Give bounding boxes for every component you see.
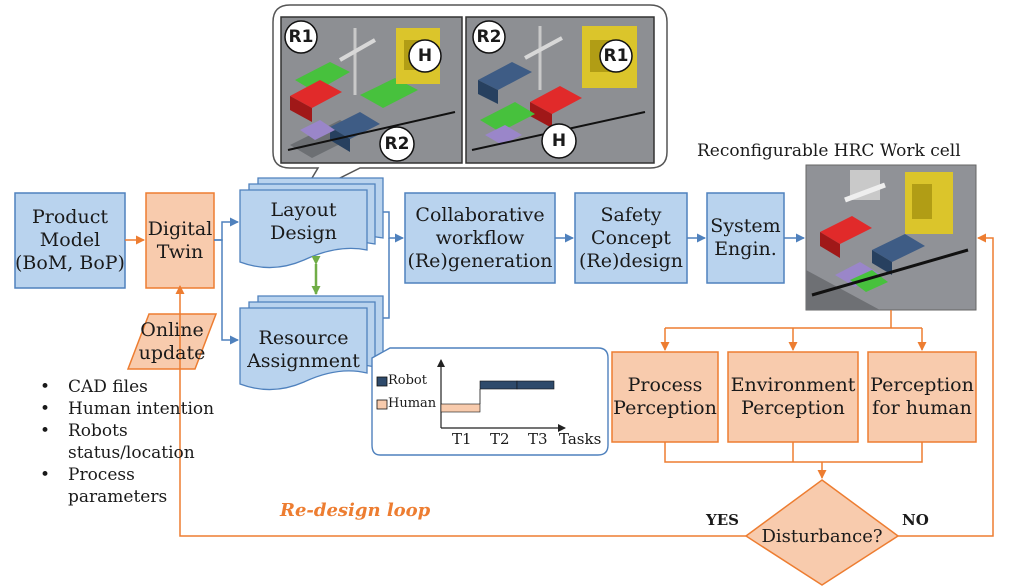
badge-left-r2: R2	[384, 133, 410, 154]
layout-scene-left	[280, 16, 463, 164]
resource-assignment-stack	[239, 295, 384, 391]
perception-human-label: Perception for human	[870, 374, 974, 419]
online-update-label: Online update	[138, 318, 206, 364]
disturbance-label: Disturbance?	[761, 525, 883, 547]
gantt-axis-label: Tasks	[559, 430, 602, 448]
decision-yes-label: YES	[706, 511, 739, 529]
badge-right-h: H	[551, 130, 567, 151]
badge-right-r1: R1	[603, 45, 629, 66]
safety-concept-box	[574, 192, 688, 284]
resource-assignment-label: Resource Assignment	[247, 327, 360, 372]
legend-robot-label: Robot	[388, 373, 427, 388]
safety-concept-label: Safety Concept (Re)design	[578, 203, 683, 272]
gantt-bar-human-t1	[440, 403, 481, 413]
online-update-list: CAD files Human intention Robots status/…	[34, 376, 254, 508]
collaborative-workflow-box	[404, 192, 556, 284]
process-perception-label: Process Perception	[613, 374, 717, 419]
connectors	[125, 211, 994, 537]
badges	[284, 20, 633, 162]
redesign-loop-label: Re-design loop	[280, 500, 431, 521]
gantt-tick-t2: T2	[490, 430, 510, 448]
layout-design-label: Layout Design	[270, 199, 337, 244]
list-item: Process parameters	[34, 464, 254, 508]
digital-twin-label: Digital Twin	[147, 217, 213, 263]
badge-right-r2: R2	[476, 26, 502, 47]
list-item: Human intention	[34, 398, 254, 420]
process-perception-box	[611, 351, 719, 443]
workcell-title: Reconfigurable HRC Work cell	[697, 141, 961, 161]
badge-left-h: H	[417, 45, 433, 66]
badge-left-r1: R1	[288, 26, 314, 47]
legend-swatch-human	[376, 399, 388, 410]
perception-human-box	[867, 351, 977, 443]
system-engin-box	[706, 192, 785, 284]
digital-twin-box	[145, 192, 215, 289]
gantt-tick-t1: T1	[452, 430, 472, 448]
layout-design-stack	[239, 177, 384, 269]
workcell-image	[805, 164, 977, 311]
system-engin-label: System Engin.	[710, 215, 781, 260]
online-update-shape	[126, 313, 218, 370]
environment-perception-box	[727, 351, 859, 443]
gantt-axes	[437, 359, 566, 432]
legend-human-label: Human	[388, 396, 437, 411]
collaborative-workflow-label: Collaborative workflow (Re)generation	[407, 203, 553, 272]
gantt-bar-robot-t3	[516, 380, 555, 390]
legend-swatch-robot	[376, 376, 388, 387]
list-item: Robots status/location	[34, 420, 254, 464]
product-model-label: Product Model (BoM, BoP)	[15, 206, 125, 274]
decision-no-label: NO	[902, 511, 929, 529]
gantt-bar-robot-t2	[479, 380, 518, 390]
environment-perception-label: Environment Perception	[730, 374, 856, 419]
list-item: CAD files	[34, 376, 254, 398]
gantt-tick-t3: T3	[528, 430, 548, 448]
disturbance-diamond	[744, 479, 900, 586]
